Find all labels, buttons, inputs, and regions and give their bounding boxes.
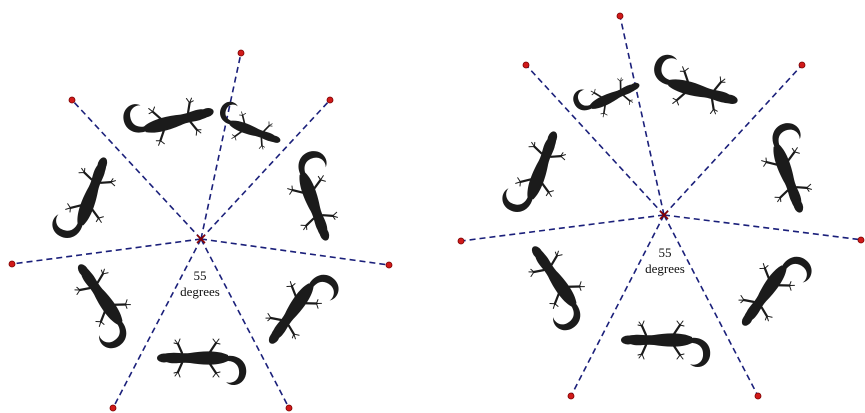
right-ray-5: [570, 214, 665, 397]
left-endpoints: [8, 49, 393, 412]
lizard-silhouette-icon: [497, 121, 574, 224]
ray-endpoint-icon: [8, 260, 16, 268]
right-rays: [460, 15, 864, 397]
left-ray-4: [200, 238, 290, 409]
lizard-silhouette-icon: [253, 258, 345, 360]
right-ray-6: [460, 214, 665, 242]
right-figure: 55 degrees: [457, 12, 865, 400]
lizard-silhouette-icon: [211, 98, 289, 156]
left-ray-3: [200, 238, 390, 266]
left-ray-5: [112, 238, 202, 409]
ray-endpoint-icon: [798, 61, 806, 69]
left-ray-6: [11, 238, 202, 265]
lizard-silhouette-icon: [56, 252, 148, 355]
left-lizards: [47, 83, 354, 387]
ray-endpoint-icon: [522, 61, 530, 69]
left-angle-value: 55: [194, 268, 207, 283]
ray-endpoint-icon: [326, 96, 334, 104]
lizard-silhouette-icon: [619, 319, 712, 369]
ray-endpoint-icon: [567, 392, 575, 400]
left-figure: 55 degrees: [8, 49, 393, 412]
lizard-silhouette-icon: [119, 83, 220, 154]
right-ray-3: [663, 214, 864, 241]
rotation-center-icon: [196, 234, 206, 244]
lizard-silhouette-icon: [569, 65, 647, 127]
lizard-silhouette-icon: [510, 234, 602, 337]
ray-endpoint-icon: [237, 49, 245, 57]
ray-endpoint-icon: [385, 261, 393, 269]
lizard-silhouette-icon: [645, 50, 746, 121]
ray-endpoint-icon: [457, 237, 465, 245]
left-ray-1: [200, 52, 242, 240]
right-ray-4: [663, 214, 759, 397]
left-ray-2: [200, 99, 331, 240]
right-ray-7: [525, 64, 665, 216]
ray-endpoint-icon: [68, 96, 76, 104]
ray-endpoint-icon: [109, 404, 117, 412]
lizard-silhouette-icon: [47, 147, 124, 250]
ray-endpoint-icon: [857, 236, 865, 244]
right-angle-unit: degrees: [645, 261, 685, 276]
ray-endpoint-icon: [616, 12, 624, 20]
ray-endpoint-icon: [285, 404, 293, 412]
right-ray-2: [663, 64, 803, 216]
lizard-silhouette-icon: [277, 146, 354, 249]
left-ray-7: [71, 99, 202, 240]
rotation-center-icon: [659, 210, 669, 220]
lizard-silhouette-icon: [155, 337, 248, 387]
left-rays: [11, 52, 390, 409]
lizard-silhouette-icon: [751, 118, 828, 221]
lizard-silhouette-icon: [726, 240, 818, 342]
right-endpoints: [457, 12, 865, 400]
right-ray-1: [619, 15, 665, 216]
ray-endpoint-icon: [754, 392, 762, 400]
right-angle-value: 55: [659, 245, 672, 260]
left-angle-unit: degrees: [180, 284, 220, 299]
